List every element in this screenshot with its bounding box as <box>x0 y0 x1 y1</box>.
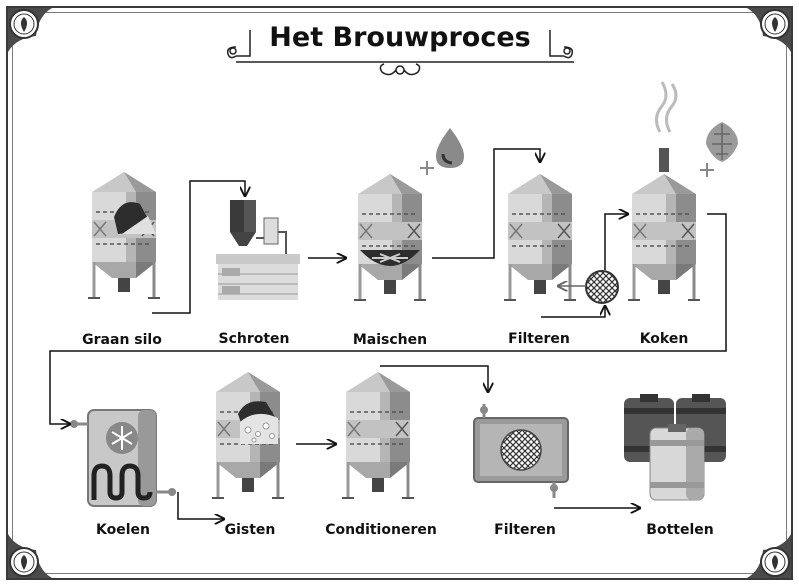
fermenter-icon <box>210 370 286 500</box>
grain-silo-icon <box>86 170 162 300</box>
step-label-koelen: Koelen <box>96 522 150 538</box>
lauter-tun-icon <box>502 172 578 302</box>
snowflake-icon <box>111 426 133 450</box>
step-label-filteren-2: Filteren <box>494 522 556 538</box>
hop-emblem-icon-bottom-left <box>8 534 52 578</box>
step-label-koken: Koken <box>639 331 689 347</box>
keg-icon <box>624 394 726 501</box>
step-label-conditioneren: Conditioneren <box>325 522 437 538</box>
step-label-schroten: Schroten <box>218 331 290 347</box>
step-label-filteren-1: Filteren <box>508 331 570 347</box>
step-label-graan-silo: Graan silo <box>82 332 162 348</box>
steam-icon <box>655 81 678 133</box>
water-drop-icon <box>436 128 464 168</box>
inner-frame <box>12 12 787 574</box>
hop-emblem-icon-bottom-right <box>747 534 791 578</box>
boil-kettle-icon <box>626 148 702 302</box>
cooler-icon <box>70 409 176 507</box>
outer-frame <box>6 6 793 580</box>
step-label-bottelen: Bottelen <box>646 522 714 538</box>
mesh-filter-icon <box>585 270 619 304</box>
plate-filter-icon <box>473 404 569 498</box>
step-label-gisten: Gisten <box>224 522 276 538</box>
page-title: Het Brouwproces <box>269 22 531 53</box>
plus-icon-hops <box>700 163 714 177</box>
title-ornament <box>226 30 574 76</box>
hop-cone-icon <box>706 122 738 162</box>
grain-mill-icon <box>216 200 300 300</box>
hop-emblem-icon-top-right <box>747 8 791 52</box>
hop-emblem-icon-top-left <box>8 8 52 52</box>
mash-tun-icon <box>352 172 428 302</box>
conditioning-tank-icon <box>340 370 416 500</box>
flow-connectors <box>49 148 727 519</box>
plus-icon-water <box>420 161 434 175</box>
step-label-maischen: Maischen <box>352 332 428 348</box>
